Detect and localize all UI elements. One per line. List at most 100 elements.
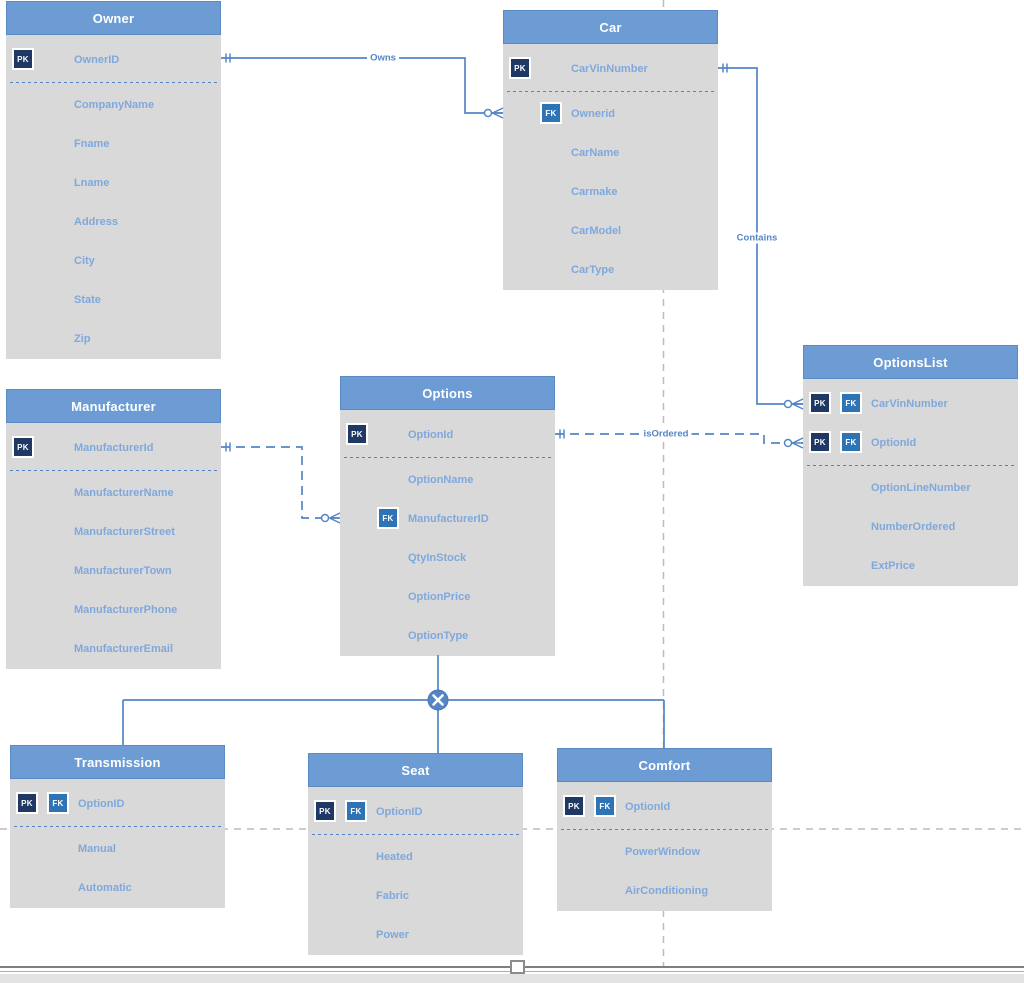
field-companyname: CompanyName <box>6 85 221 124</box>
field-label: ManufacturerEmail <box>74 642 174 655</box>
entity-title-seat[interactable]: Seat <box>308 753 523 787</box>
pk-badge: PK <box>12 436 34 458</box>
field-manufacturerphone: ManufacturerPhone <box>6 590 221 629</box>
field-label: OptionId <box>625 800 671 813</box>
pane-splitter-handle[interactable] <box>510 960 525 974</box>
field-power: Power <box>308 915 523 954</box>
field-label: CarVinNumber <box>871 397 948 410</box>
fk-badge: FK <box>840 431 862 453</box>
field-carmodel: CarModel <box>503 211 718 250</box>
field-heated: Heated <box>308 837 523 876</box>
pk-badge: PK <box>809 431 831 453</box>
field-label: Lname <box>74 176 110 189</box>
field-fabric: Fabric <box>308 876 523 915</box>
field-extprice: ExtPrice <box>803 546 1018 585</box>
field-manufactureremail: ManufacturerEmail <box>6 629 221 668</box>
field-optionid: PK FK OptionId <box>557 787 772 826</box>
field-label: OptionId <box>408 428 454 441</box>
field-zip: Zip <box>6 319 221 358</box>
field-label: PowerWindow <box>625 845 701 858</box>
field-label: OptionLineNumber <box>871 481 971 494</box>
field-city: City <box>6 241 221 280</box>
field-label: ManufacturerID <box>408 512 489 525</box>
field-label: OptionType <box>408 629 469 642</box>
field-label: ExtPrice <box>871 559 916 572</box>
entity-title-transmission[interactable]: Transmission <box>10 745 225 779</box>
entity-title-owner[interactable]: Owner <box>6 1 221 35</box>
entity-title-options[interactable]: Options <box>340 376 555 410</box>
field-powerwindow: PowerWindow <box>557 832 772 871</box>
field-label: Zip <box>74 332 91 345</box>
field-optionprice: OptionPrice <box>340 577 555 616</box>
field-optionname: OptionName <box>340 460 555 499</box>
field-cartype: CarType <box>503 250 718 289</box>
key-separator <box>312 831 519 837</box>
field-label: ManufacturerTown <box>74 564 172 577</box>
field-manufacturerstreet: ManufacturerStreet <box>6 512 221 551</box>
field-label: Fname <box>74 137 110 150</box>
field-label: ManufacturerPhone <box>74 603 178 616</box>
key-separator <box>10 79 217 85</box>
field-optiontype: OptionType <box>340 616 555 655</box>
field-label: Fabric <box>376 889 410 902</box>
field-manufacturertown: ManufacturerTown <box>6 551 221 590</box>
field-label: QtyInStock <box>408 551 467 564</box>
fk-badge: FK <box>345 800 367 822</box>
field-label: State <box>74 293 101 306</box>
field-label: AirConditioning <box>625 884 709 897</box>
key-separator <box>14 823 221 829</box>
field-label: Carmake <box>571 185 618 198</box>
key-separator <box>344 454 551 460</box>
entity-title-car[interactable]: Car <box>503 10 718 44</box>
field-optionid: PK FK OptionId <box>803 423 1018 462</box>
pk-badge: PK <box>809 392 831 414</box>
field-automatic: Automatic <box>10 868 225 907</box>
field-address: Address <box>6 202 221 241</box>
pk-badge: PK <box>314 800 336 822</box>
field-optionid: PK OptionId <box>340 415 555 454</box>
field-label: OptionPrice <box>408 590 471 603</box>
entity-title-optionslist[interactable]: OptionsList <box>803 345 1018 379</box>
pk-badge: PK <box>509 57 531 79</box>
entity-title-manufacturer[interactable]: Manufacturer <box>6 389 221 423</box>
entity-title-comfort[interactable]: Comfort <box>557 748 772 782</box>
field-optionlinenumber: OptionLineNumber <box>803 468 1018 507</box>
field-numberordered: NumberOrdered <box>803 507 1018 546</box>
field-label: CarVinNumber <box>571 62 648 75</box>
pk-badge: PK <box>563 795 585 817</box>
field-lname: Lname <box>6 163 221 202</box>
fk-badge: FK <box>594 795 616 817</box>
field-state: State <box>6 280 221 319</box>
fk-badge: FK <box>840 392 862 414</box>
fk-badge: FK <box>540 102 562 124</box>
pk-badge: PK <box>12 48 34 70</box>
field-label: OptionId <box>871 436 917 449</box>
field-carvinnumber: PK FK CarVinNumber <box>803 384 1018 423</box>
pk-badge: PK <box>16 792 38 814</box>
horizontal-scrollbar-track[interactable] <box>0 973 1024 983</box>
field-label: ManufacturerStreet <box>74 525 175 538</box>
key-separator <box>561 826 768 832</box>
pk-badge: PK <box>346 423 368 445</box>
fk-badge: FK <box>377 507 399 529</box>
field-label: OptionName <box>408 473 474 486</box>
